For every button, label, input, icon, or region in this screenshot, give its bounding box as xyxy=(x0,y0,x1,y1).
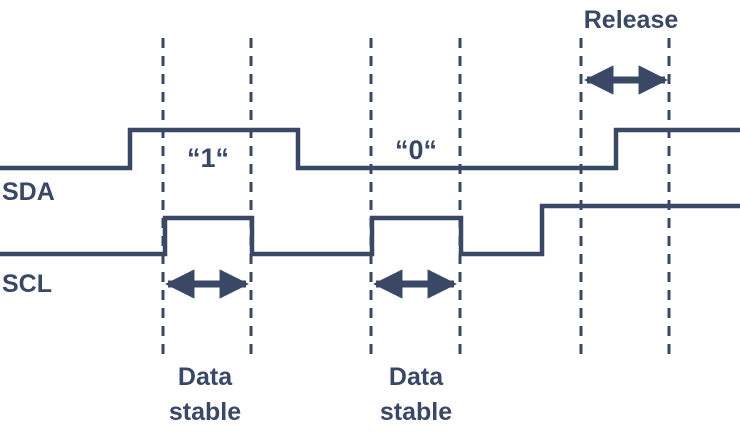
data-stable-label-2-line2: stable xyxy=(380,398,452,426)
scl-waveform xyxy=(0,203,740,257)
bit-one-label: “1“ xyxy=(187,143,229,173)
data-stable-label-1-line1: Data xyxy=(178,363,233,391)
scl-label: SCL xyxy=(2,270,52,298)
data-stable-label-1-line2: stable xyxy=(169,398,241,426)
bit-zero-label: “0“ xyxy=(395,135,437,165)
data-stable-label-2-line1: Data xyxy=(389,363,444,391)
sda-waveform xyxy=(0,127,740,171)
sda-label: SDA xyxy=(2,178,55,206)
release-label: Release xyxy=(584,6,679,34)
